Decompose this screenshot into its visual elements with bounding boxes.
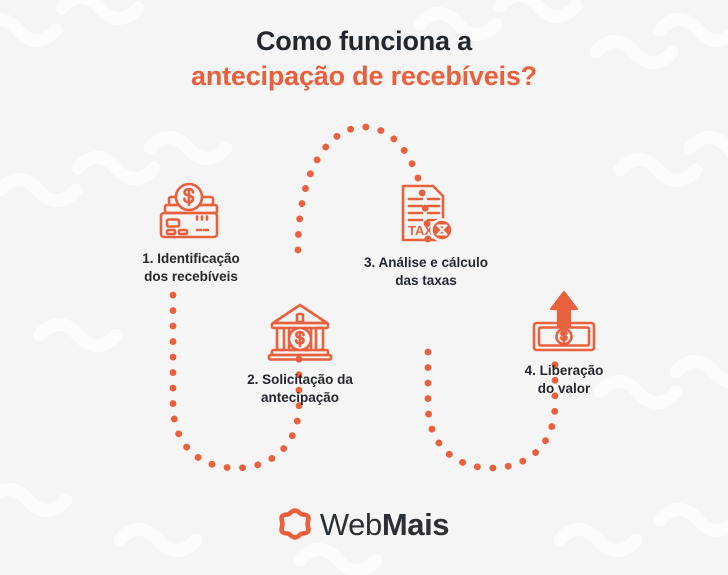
step-2-label: 2. Solicitação da antecipação [247, 372, 353, 406]
page-title: Como funciona a antecipação de recebívei… [0, 24, 728, 93]
tax-icon-text: TAX [408, 223, 433, 238]
step-4-liberacao: 4. Liberação do valor [484, 288, 644, 398]
step-1-label: 1. Identificação dos recebíveis [142, 251, 240, 285]
step-4-label: 4. Liberação do valor [524, 363, 604, 397]
stacked-money-cards-dollar-icon [105, 176, 277, 242]
step-1-identificacao: 1. Identificação dos recebíveis [105, 176, 277, 286]
step-3-analise: TAX 3. Análise e cálculo das taxas [345, 180, 507, 290]
tax-document-percent-icon: TAX [345, 180, 507, 246]
banknote-up-arrow-icon [484, 288, 644, 354]
webmais-logo[interactable]: WebMais [0, 508, 728, 540]
quatrefoil-logo-icon [279, 508, 311, 540]
title-line-primary: Como funciona a [255, 26, 472, 56]
logo-text-web: Web [319, 506, 382, 542]
bank-building-dollar-icon [222, 297, 378, 363]
step-2-solicitacao: 2. Solicitação da antecipação [222, 297, 378, 407]
webmais-logo-text: WebMais [319, 506, 450, 542]
logo-text-mais: Mais [381, 506, 450, 542]
step-3-label: 3. Análise e cálculo das taxas [363, 255, 489, 289]
title-line-accent: antecipação de recebíveis? [191, 60, 537, 91]
